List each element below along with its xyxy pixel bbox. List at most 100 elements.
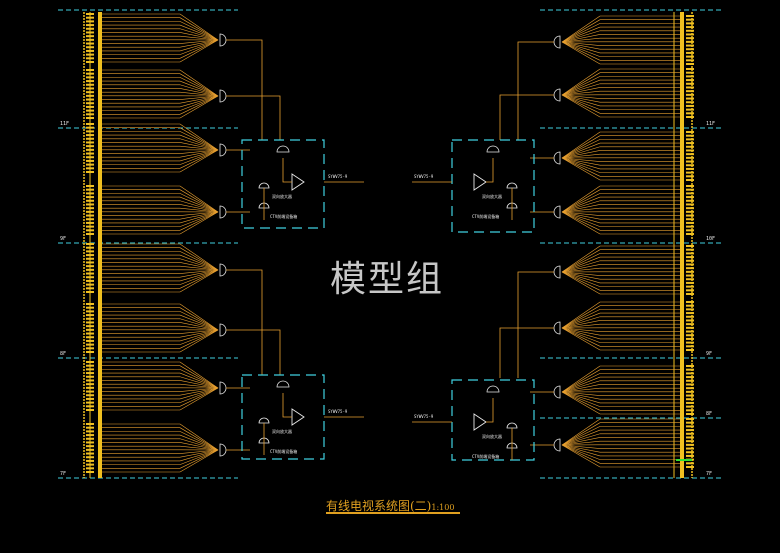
right-fan-line <box>561 72 601 96</box>
right-outlet-tick <box>686 199 694 202</box>
right-fan-line <box>561 271 601 291</box>
right-fan-line <box>561 211 601 216</box>
right-outlet-tick <box>686 68 694 70</box>
right-splitter-icon <box>553 151 561 165</box>
left-fan-line <box>179 311 219 331</box>
left-fan-line <box>179 149 219 169</box>
right-outlet-tick <box>686 308 694 311</box>
left-outlet-tick <box>86 368 94 371</box>
left-outlet-tick <box>86 243 94 245</box>
right-fan-line <box>561 327 601 340</box>
right-outlet-tick <box>686 418 694 420</box>
right-bus-bar <box>680 12 684 478</box>
right-outlet-tick <box>686 383 694 386</box>
amplifier-label: 双向放大器 <box>482 193 502 199</box>
right-outlet-tick <box>686 179 694 181</box>
right-outlet-tick <box>686 101 694 104</box>
cabinet-tap-icon-2 <box>258 202 270 209</box>
left-outlet-tick <box>86 351 94 353</box>
left-fan-line <box>179 387 219 403</box>
left-fan-line <box>179 80 219 97</box>
right-outlet-tick <box>686 349 694 351</box>
right-fan-line <box>561 94 601 99</box>
left-outlet-tick <box>86 57 94 60</box>
right-outlet-tick <box>686 167 694 170</box>
left-feeder-1 <box>250 39 263 140</box>
left-fan-line <box>179 365 219 389</box>
left-outlet-tick <box>86 287 94 290</box>
left-outlet-tick <box>86 203 94 206</box>
right-fan-line <box>561 444 601 457</box>
left-splitter-icon <box>219 89 227 103</box>
left-outlet-tick <box>86 386 94 389</box>
drawing-scale: 1:100 <box>431 503 455 512</box>
right-outlet-tick <box>686 82 694 85</box>
left-outlet-tick <box>86 199 94 202</box>
left-outlet-tick <box>86 130 94 133</box>
left-fan-line <box>179 383 219 389</box>
left-outlet-tick <box>86 321 94 324</box>
amplifier-icon <box>291 173 305 191</box>
right-fan-line <box>561 391 601 396</box>
right-outlet-tick <box>686 59 694 62</box>
right-outlet-tick <box>686 175 694 178</box>
left-fan-line <box>179 149 219 173</box>
right-outlet-tick <box>686 207 694 210</box>
left-fan-line <box>179 387 219 392</box>
left-outlet-tick <box>86 24 94 27</box>
left-fan-line <box>179 322 219 331</box>
left-outlet-tick <box>86 46 94 49</box>
right-fan-line <box>561 373 601 393</box>
right-fan-line <box>561 150 601 159</box>
right-fan-line <box>561 94 601 118</box>
left-outlet-tick <box>86 254 94 257</box>
left-fan-line <box>179 84 219 97</box>
left-outlet-tick <box>86 347 94 350</box>
right-fan-line <box>561 211 601 227</box>
left-outlet-tick <box>86 117 94 119</box>
right-fan-line <box>561 19 601 43</box>
left-fan-line <box>179 95 219 111</box>
right-outlet-tick <box>686 252 694 255</box>
left-outlet-tick <box>86 463 94 466</box>
left-riser-group <box>83 12 281 478</box>
right-fan-line <box>561 90 601 96</box>
right-outlet-tick <box>686 304 694 307</box>
right-outlet-tick <box>686 267 694 270</box>
left-outlet-tick <box>86 401 94 404</box>
left-floor-mark: 7F <box>60 471 66 477</box>
left-outlet-tick <box>86 257 94 260</box>
right-fan-line <box>561 376 601 393</box>
right-fan-line <box>561 193 601 213</box>
left-fan-line <box>179 39 219 59</box>
left-outlet-tick <box>86 279 94 282</box>
amplifier-icon <box>473 173 487 191</box>
right-splitter-icon <box>553 265 561 279</box>
right-outlet-tick <box>686 149 694 152</box>
left-outlet-tick <box>86 325 94 328</box>
left-fan-line <box>179 39 219 44</box>
left-outlet-tick <box>86 405 94 408</box>
right-outlet-tick <box>686 138 694 141</box>
left-fan-line <box>179 438 219 451</box>
left-fan-line <box>179 142 219 151</box>
right-fan-line <box>561 391 601 407</box>
right-outlet-tick <box>686 51 694 54</box>
right-outlet-tick <box>686 413 694 415</box>
left-fan-line <box>179 427 219 451</box>
left-fan-line <box>179 329 219 345</box>
left-outlet-tick <box>86 192 94 195</box>
right-outlet-tick <box>686 26 694 29</box>
left-outlet-tick <box>86 27 94 30</box>
right-fan-line <box>561 157 601 173</box>
right-floor-mark: 10F <box>706 236 715 242</box>
left-outlet-tick <box>86 343 94 346</box>
right-outlet-tick <box>686 55 694 58</box>
right-splitter-icon <box>553 35 561 49</box>
left-outlet-tick <box>86 145 94 148</box>
right-fan-line <box>561 200 601 213</box>
right-fan-line <box>561 301 601 329</box>
right-outlet-tick <box>686 390 694 393</box>
left-fan-line <box>179 149 219 154</box>
left-outlet-tick <box>86 441 94 444</box>
